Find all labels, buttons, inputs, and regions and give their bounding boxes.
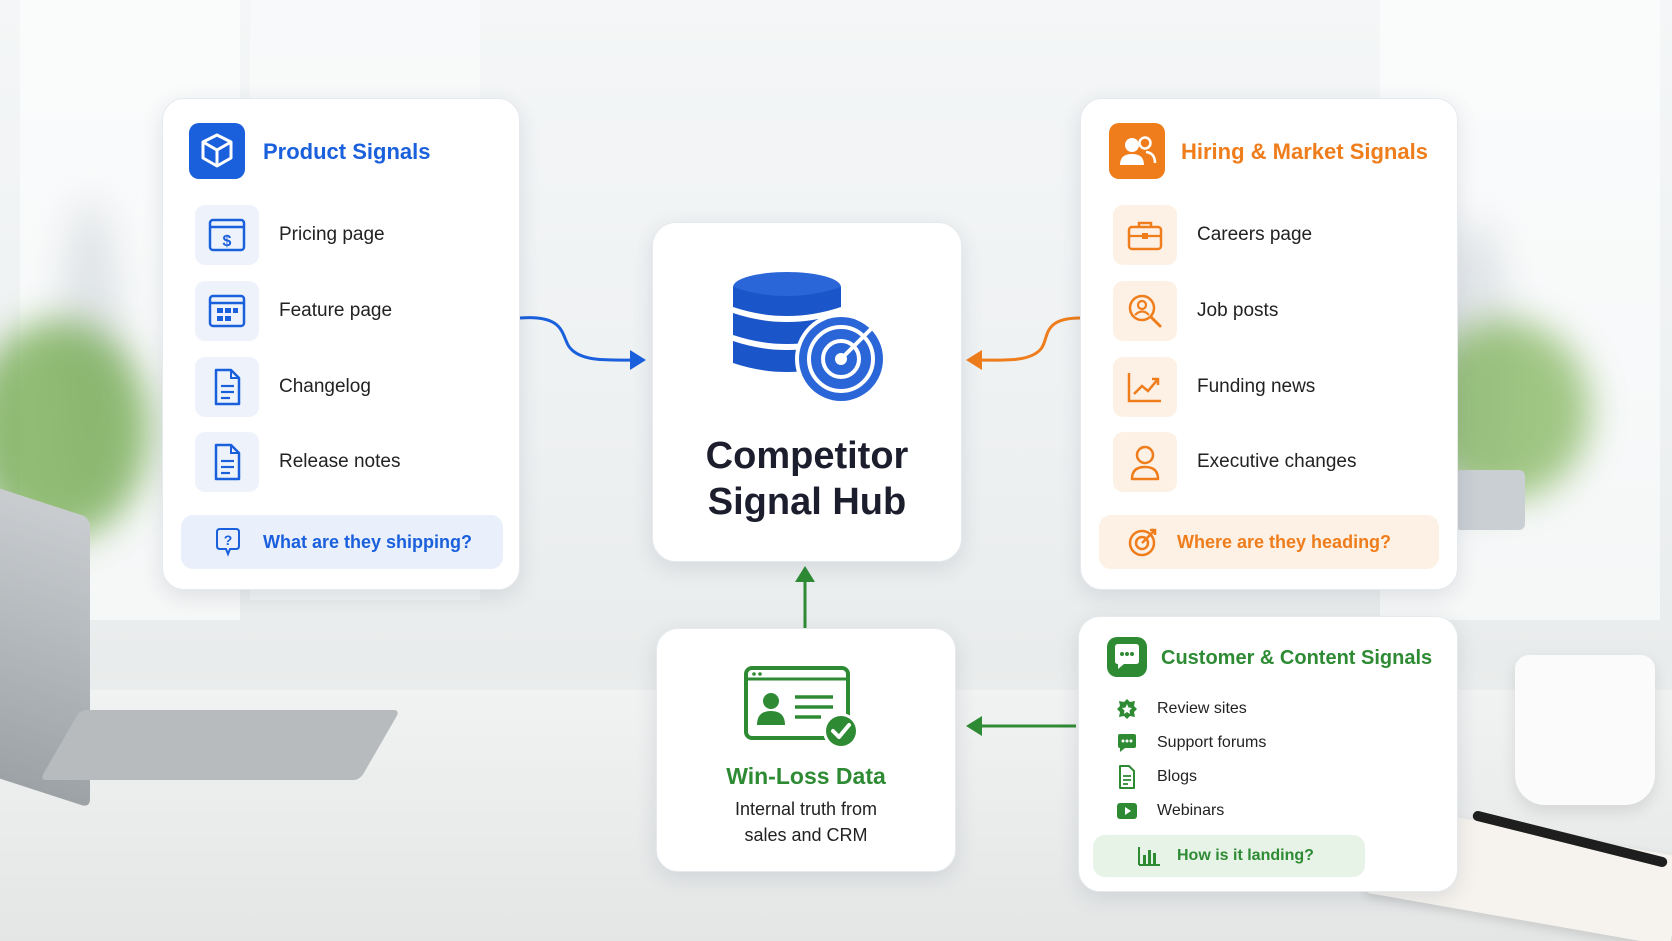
list-item: Review sites bbox=[1115, 697, 1247, 721]
item-label: Webinars bbox=[1157, 802, 1225, 819]
winloss-desc-line1: Internal truth from bbox=[734, 799, 878, 819]
hiring-market-signals-card: Hiring & Market Signals Careers page Job… bbox=[1080, 98, 1458, 590]
callout-text: What are they shipping? bbox=[263, 531, 473, 552]
target-icon bbox=[1127, 526, 1159, 558]
item-label: Pricing page bbox=[279, 224, 385, 245]
list-item: Blogs bbox=[1115, 765, 1197, 789]
briefcase-icon bbox=[1113, 205, 1177, 265]
item-label: Release notes bbox=[279, 451, 401, 472]
competitor-signal-hub-card: Competitor Signal Hub bbox=[652, 222, 962, 562]
customer-content-signals-card: Customer & Content Signals Review sites … bbox=[1078, 616, 1458, 892]
product-signals-card: Product Signals $ Pricing page Feature p… bbox=[162, 98, 520, 590]
list-item: Job posts bbox=[1113, 281, 1278, 341]
id-card-check-icon bbox=[743, 665, 863, 751]
people-icon bbox=[1109, 123, 1165, 179]
item-label: Changelog bbox=[279, 376, 371, 397]
search-person-icon bbox=[1113, 281, 1177, 341]
list-item: $ Pricing page bbox=[195, 205, 385, 265]
document-icon bbox=[195, 357, 259, 417]
winloss-desc-line2: sales and CRM bbox=[744, 825, 868, 845]
pricing-page-icon: $ bbox=[195, 205, 259, 265]
feature-page-icon bbox=[195, 281, 259, 341]
item-label: Executive changes bbox=[1197, 451, 1357, 472]
svg-text:?: ? bbox=[224, 532, 233, 548]
list-item: Feature page bbox=[195, 281, 392, 341]
card-title: Product Signals bbox=[263, 139, 431, 164]
customer-callout: How is it landing? bbox=[1093, 835, 1365, 877]
item-label: Support forums bbox=[1157, 734, 1267, 751]
list-item: Webinars bbox=[1115, 799, 1224, 823]
mug bbox=[1515, 655, 1655, 805]
item-label: Blogs bbox=[1157, 768, 1198, 785]
question-icon: ? bbox=[213, 527, 243, 557]
chat-icon bbox=[1115, 731, 1139, 755]
item-label: Funding news bbox=[1197, 376, 1316, 397]
document-icon bbox=[195, 432, 259, 492]
trend-chart-icon bbox=[1113, 357, 1177, 417]
list-item: Careers page bbox=[1113, 205, 1312, 265]
database-radar-icon bbox=[731, 269, 891, 409]
chat-bubble-icon bbox=[1107, 637, 1147, 677]
person-icon bbox=[1113, 432, 1177, 492]
list-item: Support forums bbox=[1115, 731, 1266, 755]
bar-chart-icon bbox=[1137, 845, 1161, 867]
item-label: Review sites bbox=[1157, 700, 1247, 717]
callout-text: Where are they heading? bbox=[1177, 531, 1392, 552]
callout-text: How is it landing? bbox=[1177, 847, 1314, 864]
list-item: Funding news bbox=[1113, 357, 1315, 417]
winloss-title: Win-Loss Data bbox=[726, 763, 886, 789]
document-icon bbox=[1115, 765, 1139, 789]
cube-icon bbox=[189, 123, 245, 179]
win-loss-card: Win-Loss Data Internal truth from sales … bbox=[656, 628, 956, 872]
card-title: Hiring & Market Signals bbox=[1181, 139, 1428, 164]
hub-title-line2: Signal Hub bbox=[707, 481, 907, 523]
list-item: Executive changes bbox=[1113, 432, 1357, 492]
list-item: Changelog bbox=[195, 357, 371, 417]
item-label: Job posts bbox=[1197, 300, 1279, 321]
hiring-callout: Where are they heading? bbox=[1099, 515, 1439, 569]
product-callout: ? What are they shipping? bbox=[181, 515, 503, 569]
card-title: Customer & Content Signals bbox=[1161, 647, 1433, 669]
svg-text:$: $ bbox=[223, 233, 232, 250]
list-item: Release notes bbox=[195, 432, 400, 492]
star-badge-icon bbox=[1115, 697, 1139, 721]
item-label: Feature page bbox=[279, 300, 393, 321]
play-icon bbox=[1115, 799, 1139, 823]
item-label: Careers page bbox=[1197, 224, 1313, 245]
hub-title-line1: Competitor bbox=[705, 435, 909, 477]
